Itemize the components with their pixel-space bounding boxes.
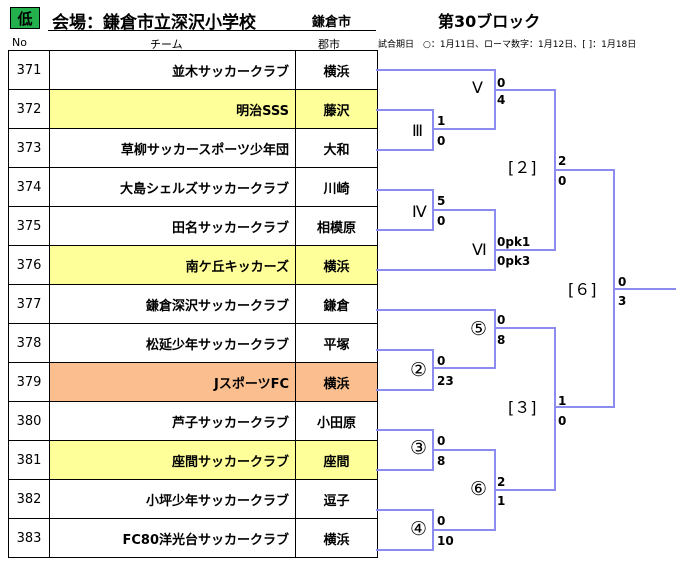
score: 8 xyxy=(497,333,506,347)
venue-city: 鎌倉市 xyxy=(312,15,352,30)
team-name: 大島シェルズサッカークラブ xyxy=(49,167,296,207)
column-header-team: チーム xyxy=(150,38,183,51)
team-city: 相模原 xyxy=(295,206,378,246)
schedule-note: 試合期日 ○：1月11日、ローマ数字：1月12日、[ ]：1月18日 xyxy=(378,40,637,50)
team-number: 374 xyxy=(8,167,50,207)
match-label-circle-6: ⑥ xyxy=(470,478,488,500)
team-name: 松延少年サッカークラブ xyxy=(49,323,296,363)
match-label-3: [３] xyxy=(508,398,537,417)
team-name: 小坪少年サッカークラブ xyxy=(49,479,296,519)
team-number: 378 xyxy=(8,323,50,363)
bracket-line xyxy=(495,327,556,491)
team-name: 田名サッカークラブ xyxy=(49,206,296,246)
team-city: 横浜 xyxy=(295,245,378,285)
match-label-circle-2: ② xyxy=(410,359,428,381)
bracket-line xyxy=(376,69,496,130)
team-city: 座間 xyxy=(295,440,378,480)
score: 0 xyxy=(558,174,567,188)
team-city: 川崎 xyxy=(295,167,378,207)
team-city: 横浜 xyxy=(295,50,378,90)
score: 0pk3 xyxy=(497,254,531,268)
score: 3 xyxy=(618,294,627,308)
bracket-line xyxy=(376,509,434,551)
score: 1 xyxy=(497,494,506,508)
team-number: 372 xyxy=(8,89,50,129)
score: 8 xyxy=(437,454,446,468)
score: 0 xyxy=(558,414,567,428)
team-name: 明治SSS xyxy=(49,89,296,129)
team-number: 371 xyxy=(8,50,50,90)
bracket-line xyxy=(376,349,434,391)
title-underline xyxy=(48,30,376,31)
score: 0 xyxy=(437,434,446,448)
bracket-line xyxy=(376,109,434,151)
category-badge: 低 xyxy=(10,7,40,29)
match-label-circle-3: ③ xyxy=(410,437,428,459)
team-name: JスポーツFC xyxy=(49,362,296,402)
score: 5 xyxy=(437,194,446,208)
score: 0 xyxy=(437,134,446,148)
match-label-vi: Ⅵ xyxy=(472,240,487,259)
score: 0 xyxy=(437,354,446,368)
score: 0 xyxy=(497,313,506,327)
team-number: 382 xyxy=(8,479,50,519)
match-label-circle-4: ④ xyxy=(410,518,428,540)
match-label-v: Ⅴ xyxy=(472,78,483,97)
score: 0 xyxy=(618,275,627,289)
match-label-iii: Ⅲ xyxy=(412,121,424,140)
block-title: 第30ブロック xyxy=(438,12,541,31)
score: 23 xyxy=(437,374,454,388)
match-label-iv: Ⅳ xyxy=(412,202,427,221)
match-label-2: [２] xyxy=(508,158,537,177)
team-name: 南ケ丘キッカーズ xyxy=(49,245,296,285)
team-city: 鎌倉 xyxy=(295,284,378,324)
team-name: 芦子サッカークラブ xyxy=(49,401,296,441)
bracket-line xyxy=(376,209,496,271)
score: 2 xyxy=(558,154,567,168)
score: 1 xyxy=(437,114,446,128)
team-number: 375 xyxy=(8,206,50,246)
bracket-line xyxy=(433,449,496,531)
team-name: FC80洋光台サッカークラブ xyxy=(49,518,296,558)
score: 0pk1 xyxy=(497,235,531,249)
match-label-6: [６] xyxy=(568,280,597,299)
score: 4 xyxy=(497,93,506,107)
score: 0 xyxy=(497,76,506,90)
score: 0 xyxy=(437,214,446,228)
team-city: 藤沢 xyxy=(295,89,378,129)
team-number: 373 xyxy=(8,128,50,168)
team-name: 座間サッカークラブ xyxy=(49,440,296,480)
column-header-city: 郡市 xyxy=(318,38,340,51)
team-name: 並木サッカークラブ xyxy=(49,50,296,90)
column-header-no: No xyxy=(12,36,27,49)
venue-title: 会場：鎌倉市立深沢小学校 xyxy=(52,13,256,33)
team-city: 横浜 xyxy=(295,518,378,558)
score: 2 xyxy=(497,475,506,489)
team-number: 379 xyxy=(8,362,50,402)
score: 1 xyxy=(558,394,567,408)
team-number: 377 xyxy=(8,284,50,324)
team-city: 小田原 xyxy=(295,401,378,441)
team-city: 逗子 xyxy=(295,479,378,519)
score: 10 xyxy=(437,534,454,548)
match-label-circle-5: ⑤ xyxy=(470,318,488,340)
bracket-line xyxy=(376,309,496,369)
team-city: 平塚 xyxy=(295,323,378,363)
score: 0 xyxy=(437,514,446,528)
